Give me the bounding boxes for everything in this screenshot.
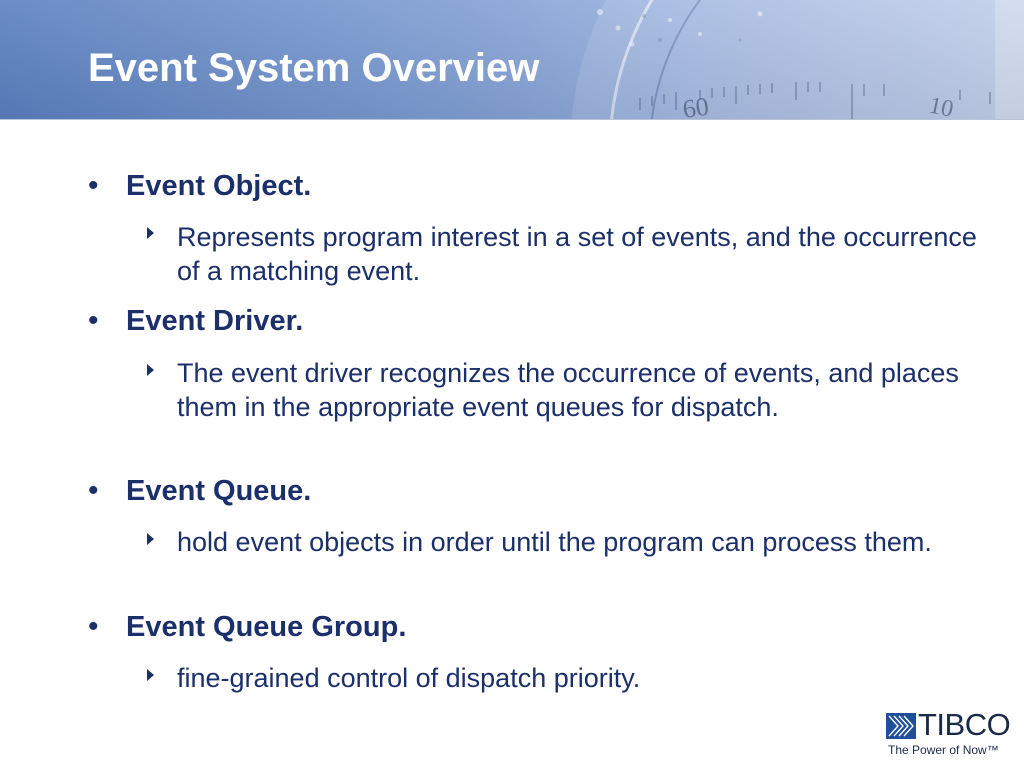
logo-tagline: The Power of Now™ [888, 743, 999, 757]
logo-wordmark: TIBCO [918, 707, 1011, 742]
slide-title: Event System Overview [88, 46, 540, 90]
item-heading-event-object: Event Object. [126, 170, 312, 202]
bullet-dot: • [88, 474, 99, 507]
watch-number-60: 60 [681, 92, 711, 120]
stopwatch-illustration: 60 10 [571, 0, 1024, 120]
item-detail-event-object: Represents program interest in a set of … [177, 222, 977, 286]
header-divider [0, 119, 1024, 120]
sub-bullet-arrow-icon [147, 669, 154, 681]
sub-bullet-arrow-icon [147, 227, 154, 239]
sub-bullet-arrow-icon [147, 533, 154, 545]
watch-number-10: 10 [927, 92, 956, 120]
bullet-dot: • [88, 304, 99, 337]
item-detail-event-driver: The event driver recognizes the occurren… [177, 358, 959, 422]
title-banner: 60 10 Event System Overview [0, 0, 1024, 120]
item-detail-event-queue-group: fine-grained control of dispatch priorit… [177, 663, 641, 693]
item-detail-event-queue: hold event objects in order until the pr… [177, 527, 932, 557]
tibco-mark-icon [886, 713, 916, 739]
sub-bullet-arrow-icon [147, 364, 154, 376]
bullet-dot: • [88, 610, 99, 643]
item-heading-event-driver: Event Driver. [126, 305, 304, 337]
item-heading-event-queue-group: Event Queue Group. [126, 611, 407, 643]
tibco-logo: TIBCO The Power of Now™ [886, 708, 1011, 757]
bullet-dot: • [88, 169, 99, 202]
item-heading-event-queue: Event Queue. [126, 475, 312, 507]
